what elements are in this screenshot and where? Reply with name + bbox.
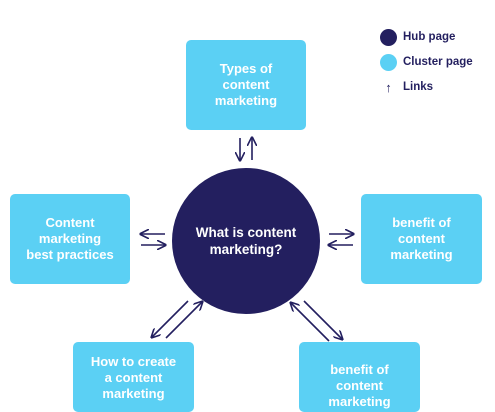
legend-hub: Hub page — [380, 28, 473, 46]
cluster-types-of-content-marketing: Types of content marketing — [186, 40, 306, 130]
links-layer — [0, 0, 495, 342]
cluster-label-line: marketing — [102, 386, 165, 401]
cluster-label-line: marketing — [328, 394, 391, 409]
cluster-label-line: benefit of — [392, 215, 451, 230]
cluster-label-line: marketing — [390, 247, 453, 262]
cluster-label-line: benefit of — [330, 362, 389, 377]
legend-cluster: Cluster page — [380, 53, 473, 71]
cluster-label-line: content — [336, 378, 383, 393]
cluster-label-line: marketing — [38, 231, 102, 246]
link-arrow — [165, 302, 202, 339]
hub-what-is-content-marketing: What is content marketing? — [172, 168, 320, 314]
cluster-label-line: Types of — [219, 61, 273, 76]
cluster-benefit-right: benefit of content marketing — [361, 194, 482, 284]
cluster-label-line: How to create — [90, 354, 177, 369]
cluster-label-line: content — [398, 231, 445, 246]
link-arrow — [152, 300, 189, 337]
arrow-up-icon: ↑ — [385, 79, 392, 95]
cluster-best-practices: Content marketing best practices — [10, 194, 130, 284]
cluster-swatch-icon — [380, 53, 397, 71]
hub-label-line: marketing? — [209, 242, 283, 257]
cluster-benefit-bottom: benefit of content marketing — [299, 342, 420, 412]
legend-cluster-label: Cluster page — [403, 56, 473, 68]
cluster-label-line: a content — [104, 370, 163, 385]
link-arrow — [291, 303, 330, 342]
legend-links-label: Links — [403, 81, 434, 93]
cluster-label-line: marketing — [214, 93, 278, 108]
cluster-how-to-create: How to create a content marketing — [73, 342, 194, 412]
cluster-label-line: content — [222, 77, 270, 92]
legend-links: ↑ Links — [380, 78, 473, 96]
legend-hub-label: Hub page — [403, 31, 456, 43]
hub-swatch-icon — [380, 28, 397, 46]
cluster-label-line: Content — [45, 215, 95, 230]
hub-label-line: What is content — [195, 225, 297, 240]
cluster-label-line: best practices — [26, 247, 114, 262]
legend: Hub page Cluster page ↑ Links — [380, 28, 473, 103]
link-arrow — [303, 300, 342, 339]
